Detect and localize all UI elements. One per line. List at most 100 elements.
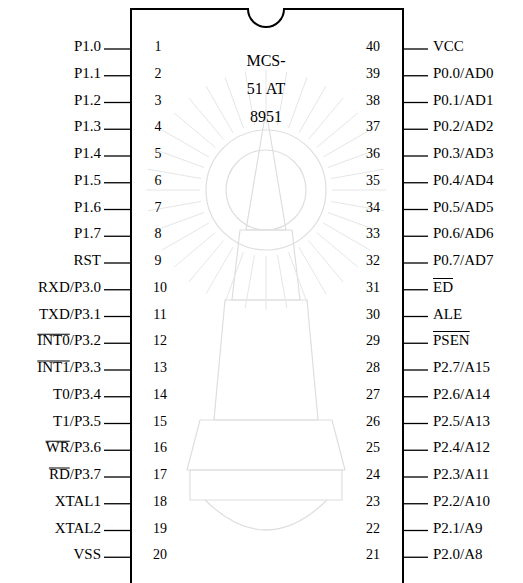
pin-number: 16 [145,439,175,457]
pin-lead [104,155,131,156]
pin-name: P0.4/AD4 [433,171,493,189]
pin-number: 37 [358,118,388,136]
watermark-ray [266,256,267,310]
pin-lead [403,530,428,531]
pin-name: P0.0/AD0 [433,64,493,82]
pin-lead [104,557,131,558]
pin-name: XTAL1 [55,492,101,510]
pin-number: 11 [145,306,175,324]
pin-lead [104,423,131,424]
pin-name: PSEN [433,331,470,349]
pin-number: 24 [358,466,388,484]
pin-lead [403,48,428,49]
watermark-ray [277,255,286,308]
pin-number: 32 [358,252,388,270]
pin-lead [104,343,131,344]
pin-name: INT1/P3.3 [37,358,101,376]
pin-number: 33 [358,225,388,243]
watermark-ray [245,255,254,308]
pin-lead [104,48,131,49]
watermark-ray [162,223,209,250]
pin-name: VSS [73,545,101,563]
pin-number: 40 [358,38,388,56]
watermark-ray [317,113,358,148]
pin-lead [104,530,131,531]
watermark-ray [317,232,358,267]
pin-number: 17 [145,466,175,484]
pin-number: 31 [358,279,388,297]
pin-name: P2.7/A15 [433,358,490,376]
pin-number: 8 [143,225,173,243]
pin-name: P0.5/AD5 [433,198,493,216]
pin-lead [403,182,428,183]
pin-number: 28 [358,359,388,377]
pin-name: P1.1 [74,64,101,82]
pin-name: ALE [433,305,462,323]
pin-number: 7 [143,199,173,217]
pin-name: P2.1/A9 [433,519,483,537]
pin-lead [403,236,428,237]
pin-name: RD/P3.7 [49,465,101,483]
pin-lead [403,75,428,76]
pin-lead [104,182,131,183]
pin-lead [403,129,428,130]
chip-name: MCS-51 AT 8951 [246,47,285,131]
pin-name: P1.5 [74,171,101,189]
watermark-ray [308,241,343,282]
pin-name: P1.6 [74,198,101,216]
pin-number: 26 [358,413,388,431]
pin-name: P1.3 [74,117,101,135]
pin-name: TXD/P3.1 [39,305,101,323]
watermark-ray [332,190,386,191]
pin-number: 9 [143,252,173,270]
watermark-ray [206,86,233,133]
pin-name: P0.3/AD3 [433,144,493,162]
pin-number: 20 [145,546,175,564]
pin-number: 1 [143,38,173,56]
pin-name: ED [433,278,453,296]
pin-number: 14 [145,386,175,404]
pin-lead [403,316,428,317]
watermark-ray [289,252,307,303]
pin-lead [104,102,131,103]
pin-number: 35 [358,172,388,190]
pin-name: P2.5/A13 [433,412,490,430]
watermark-ray [323,223,370,250]
pin-name: INT0/P3.2 [37,331,101,349]
pin-lead [403,369,428,370]
pin-lead [403,423,428,424]
pin-lead [104,369,131,370]
pin-lead [104,503,131,504]
pin-name: P1.0 [74,37,101,55]
pin-name: RXD/P3.0 [38,278,101,296]
pin-name: P2.3/A11 [433,465,490,483]
chip-package: MCS-51 AT 8951 [131,9,403,583]
pin-lead [403,262,428,263]
pin-name: XTAL2 [55,519,101,537]
pin-name: P1.7 [74,224,101,242]
watermark-ray [146,190,200,191]
pin-lead [104,396,131,397]
pin-number: 27 [358,386,388,404]
watermark-ray [189,98,224,139]
watermark-ray [323,130,370,157]
pin-lead [104,289,131,290]
watermark-ray [225,77,243,128]
pin-lead [403,476,428,477]
pin-name: P0.7/AD7 [433,251,493,269]
pin-name: T0/P3.4 [53,385,101,403]
pin-lead [403,503,428,504]
pin-number: 13 [145,359,175,377]
watermark-ray [225,252,243,303]
pin-name: P0.2/AD2 [433,117,493,135]
pin-name: WR/P3.6 [46,438,101,456]
pin-lead [104,450,131,451]
watermark [187,110,345,530]
watermark-ray [174,232,215,267]
pin-number: 10 [145,279,175,297]
pin-number: 5 [143,145,173,163]
pin-number: 38 [358,92,388,110]
watermark-ray [174,113,215,148]
watermark-ray [308,98,343,139]
pin-number: 34 [358,199,388,217]
